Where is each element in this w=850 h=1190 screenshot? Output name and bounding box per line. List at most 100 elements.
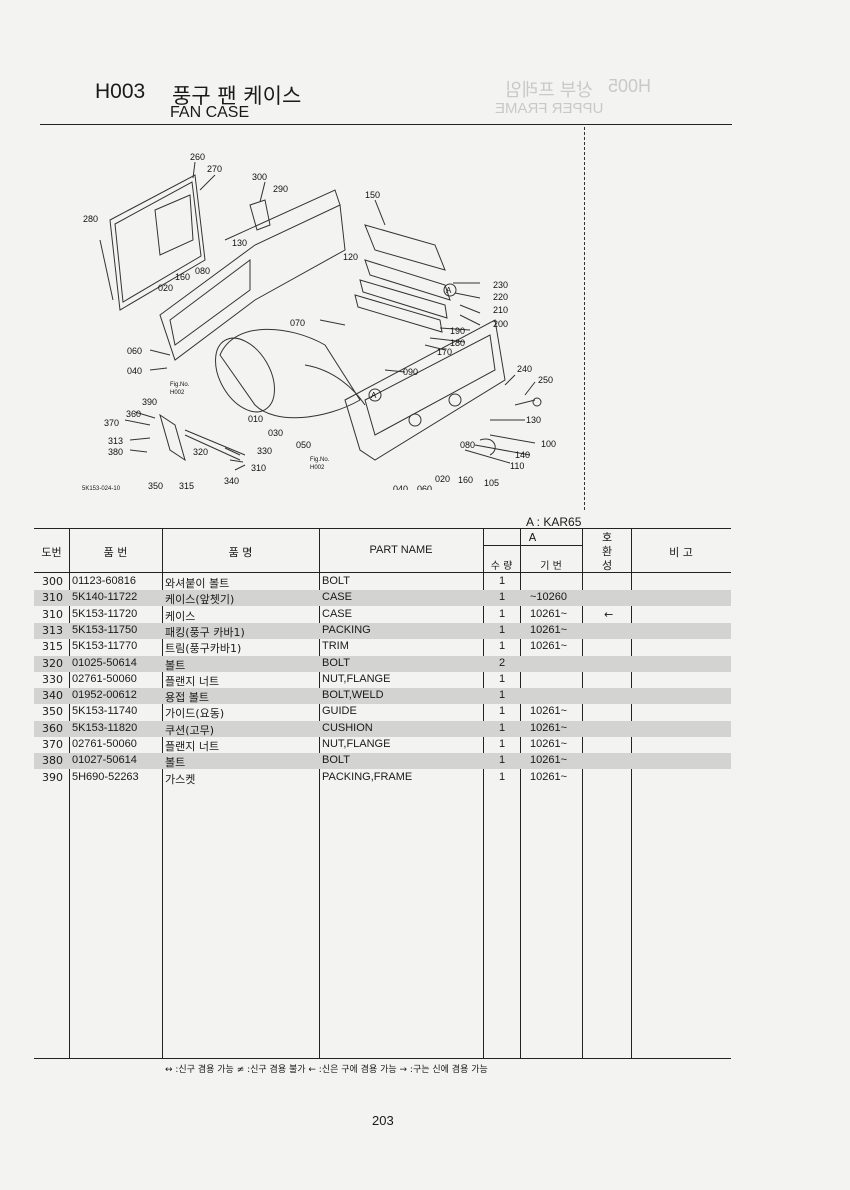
svg-text:220: 220: [493, 292, 508, 302]
cell-serial: 10261~: [530, 721, 568, 734]
cell-serial: 10261~: [530, 754, 568, 767]
svg-text:300: 300: [252, 172, 267, 182]
header-serial: 기 번: [540, 561, 562, 572]
svg-text:370: 370: [104, 418, 119, 428]
cell-part-no: 02761-50060: [72, 738, 137, 750]
cell-qty: 1: [499, 721, 506, 734]
svg-text:150: 150: [365, 190, 380, 200]
header-qty: 수 량: [490, 561, 513, 572]
cell-part-no: 01123-60816: [72, 575, 137, 587]
svg-text:160: 160: [175, 272, 190, 282]
svg-text:020: 020: [435, 474, 450, 484]
cell-qty: 2: [499, 656, 506, 669]
header-name-kr: 품 명: [228, 546, 253, 559]
svg-text:180: 180: [450, 338, 465, 348]
svg-text:350: 350: [148, 481, 163, 490]
cell-qty: 1: [499, 575, 506, 587]
cell-qty: 1: [499, 689, 506, 702]
model-label: A : KAR65: [526, 515, 582, 529]
header-remarks: 비 고: [669, 546, 693, 559]
cell-qty: 1: [499, 640, 506, 653]
svg-text:290: 290: [273, 184, 288, 194]
svg-text:060: 060: [127, 346, 142, 356]
cell-name-kr: 패킹(풍구 카바1): [165, 625, 245, 639]
svg-text:080: 080: [195, 266, 210, 276]
cell-qty: 1: [499, 591, 506, 604]
cell-name-kr: 케이스(앞쳇기): [165, 593, 235, 607]
svg-text:330: 330: [257, 446, 272, 456]
svg-text:190: 190: [450, 326, 465, 336]
ghost-text: 상부 프레임: [505, 80, 593, 100]
svg-text:080: 080: [460, 440, 475, 450]
cell-ref: 380: [42, 754, 63, 768]
cell-ref: 320: [42, 656, 63, 670]
cell-ref: 340: [42, 689, 63, 703]
svg-text:210: 210: [493, 305, 508, 315]
svg-text:315: 315: [179, 481, 194, 490]
svg-text:090: 090: [403, 367, 418, 377]
cell-part-name: CASE: [322, 607, 352, 620]
svg-text:Fig.No.: Fig.No.: [310, 457, 330, 463]
cell-serial: 10261~: [530, 770, 568, 783]
svg-text:Fig.No.: Fig.No.: [170, 382, 190, 388]
cell-qty: 1: [499, 754, 506, 767]
cell-part-name: GUIDE: [322, 705, 357, 718]
svg-text:105: 105: [484, 478, 499, 488]
cell-name-kr: 볼트: [165, 756, 186, 770]
cell-qty: 1: [499, 672, 506, 685]
svg-text:130: 130: [232, 238, 247, 248]
cell-part-name: CUSHION: [322, 721, 373, 734]
svg-text:040: 040: [127, 366, 142, 376]
svg-text:320: 320: [193, 447, 208, 457]
cell-part-name: BOLT,WELD: [322, 689, 384, 702]
cell-part-name: NUT,FLANGE: [322, 672, 391, 685]
header-rule: [40, 124, 732, 125]
svg-text:060: 060: [417, 484, 432, 490]
svg-text:280: 280: [83, 214, 98, 224]
svg-text:360: 360: [126, 409, 141, 419]
cell-ref: 370: [42, 738, 63, 751]
cell-ref: 310: [42, 607, 63, 621]
cell-name-kr: 와셔붙이 볼트: [165, 577, 230, 590]
header-ref: 도번: [41, 546, 62, 559]
cell-serial: 10261~: [530, 738, 568, 750]
cell-name-kr: 트림(풍구카바1): [165, 642, 242, 656]
cell-part-no: 5H690-52263: [72, 770, 139, 783]
cell-part-name: BOLT: [322, 754, 350, 767]
cell-part-no: 01025-50614: [72, 656, 137, 669]
header-group: A: [528, 531, 537, 544]
cell-part-name: CASE: [322, 591, 352, 604]
cell-part-no: 5K153-11820: [72, 721, 138, 734]
svg-text:020: 020: [158, 283, 173, 293]
page-number: 203: [372, 1113, 394, 1128]
cell-part-no: 02761-50060: [72, 672, 137, 685]
cell-ref: 315: [42, 640, 63, 654]
svg-text:380: 380: [108, 447, 123, 457]
cell-qty: 1: [499, 738, 506, 750]
svg-text:040: 040: [393, 484, 408, 490]
cell-qty: 1: [499, 623, 506, 636]
cell-ref: 390: [42, 770, 63, 784]
cell-qty: 1: [499, 770, 506, 783]
header-interchange: 호 환 성: [601, 531, 613, 572]
svg-text:240: 240: [517, 364, 532, 374]
svg-text:260: 260: [190, 152, 205, 162]
cell-ref: 310: [42, 591, 63, 605]
svg-text:A: A: [371, 391, 377, 400]
svg-text:010: 010: [248, 414, 263, 424]
cell-part-no: 5K140-11722: [72, 591, 138, 604]
cell-name-kr: 케이스: [165, 609, 196, 623]
svg-text:250: 250: [538, 375, 553, 385]
svg-text:H002: H002: [310, 465, 325, 471]
cell-ref: 350: [42, 705, 63, 719]
svg-text:120: 120: [343, 252, 358, 262]
svg-text:H002: H002: [170, 390, 185, 396]
cell-serial: 10261~: [530, 607, 568, 620]
